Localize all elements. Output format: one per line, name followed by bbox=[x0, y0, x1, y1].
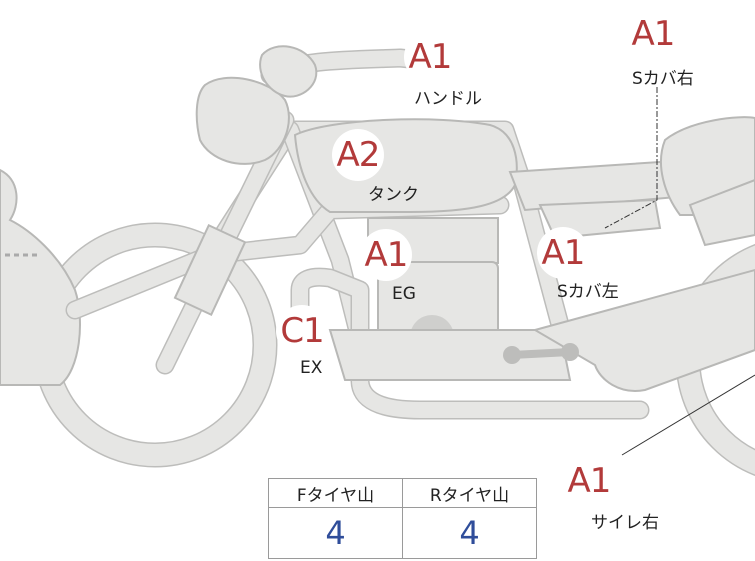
tire-tread-table: Fタイヤ山 Rタイヤ山 4 4 bbox=[268, 478, 537, 559]
leader-lines bbox=[604, 87, 755, 456]
grade-muffler-right: A1 bbox=[563, 455, 615, 507]
grade-handle: A1 bbox=[404, 31, 456, 83]
label-tank: タンク bbox=[368, 185, 419, 205]
exhaust-pipe bbox=[290, 267, 650, 420]
rear-tire-header: Rタイヤ山 bbox=[402, 478, 537, 508]
footpeg bbox=[503, 343, 579, 364]
grade-tank: A2 bbox=[332, 129, 384, 181]
rear-tire-value: 4 bbox=[402, 507, 537, 559]
label-side-cover-left: Sカバ左 bbox=[557, 282, 619, 302]
label-engine: EG bbox=[392, 284, 416, 304]
label-muffler-right: サイレ右 bbox=[591, 513, 659, 533]
label-exhaust: EX bbox=[300, 358, 323, 378]
front-tire-header: Fタイヤ山 bbox=[268, 478, 403, 508]
grade-engine: A1 bbox=[360, 229, 412, 281]
front-tire-value: 4 bbox=[268, 507, 403, 559]
label-side-cover-right: Sカバ右 bbox=[632, 69, 694, 89]
rear-fender bbox=[0, 168, 81, 386]
grade-side-cover-left: A1 bbox=[537, 227, 589, 279]
grade-exhaust: C1 bbox=[276, 305, 328, 357]
front-fork-right bbox=[688, 178, 755, 247]
grade-side-cover-right: A1 bbox=[627, 8, 679, 60]
muffler bbox=[532, 268, 755, 392]
handlebar bbox=[259, 45, 450, 98]
headlight bbox=[195, 76, 290, 165]
label-handle: ハンドル bbox=[414, 89, 482, 109]
